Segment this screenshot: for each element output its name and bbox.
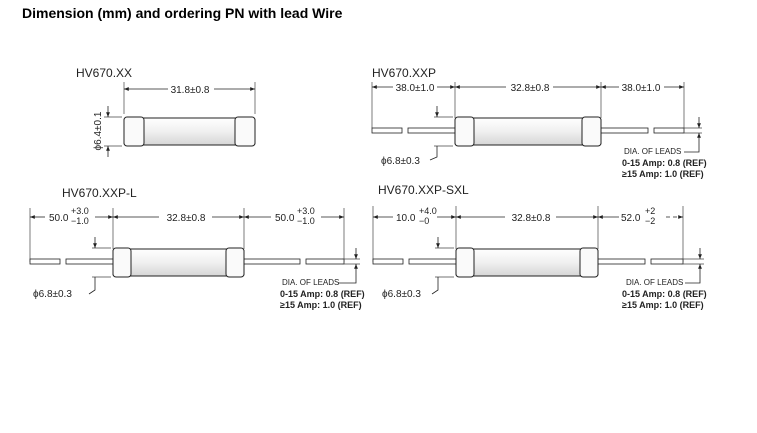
hv670xxpsxl-diameter-label: ϕ6.8±0.3 — [382, 289, 421, 300]
hv670xxpsxl-lead-right — [597, 258, 646, 265]
hv670xxpl-end-cap-left — [112, 247, 132, 278]
hv670xxpsxl-body-label: 32.8±0.8 — [512, 213, 551, 224]
hv670xxp-lead-right-stub — [653, 127, 685, 134]
hv670xxpsxl-lead-dia-leader — [685, 275, 701, 284]
hv670xxpl-lead-left-minus: −1.0 — [71, 216, 89, 226]
hv670xxpsxl-lead-right-plus: +2 — [645, 206, 655, 216]
hv670xx-label: HV670.XX — [76, 66, 132, 80]
hv670xxpsxl-end-cap-right — [579, 247, 599, 278]
hv670xxp-end-cap-right — [581, 116, 602, 147]
hv670xxp-lead-left — [407, 127, 456, 134]
hv670xxp-dia-leads-label: DIA. OF LEADS — [624, 147, 681, 156]
hv670xxp-lead-right-label: 38.0±1.0 — [622, 83, 661, 94]
hv670xxpl-dia-leader — [88, 277, 96, 295]
hv670xxpl-lead-right-nom: 50.0 — [275, 213, 295, 224]
hv670xxpl-drawing: HV670.XXP-L 50.0 +3.0 −1.0 32.8±0.8 50.0… — [29, 186, 365, 310]
hv670xxp-body-label: 32.8±0.8 — [511, 83, 550, 94]
hv670xx-end-cap-right — [234, 116, 256, 147]
hv670xxp-drawing: HV670.XXP 38.0±1.0 32.8±0.8 38.0±1.0 — [371, 66, 707, 179]
hv670xx-drawing: HV670.XX 31.8±0.8 ϕ6.4±0.1 — [76, 66, 256, 157]
hv670xxpl-note-1: 0-15 Amp: 0.8 (REF) — [280, 289, 365, 299]
hv670xxpl-fuse-body — [112, 248, 245, 277]
hv670xxpl-lead-left — [65, 258, 114, 265]
hv670xxpsxl-lead-left-stub — [372, 258, 404, 265]
hv670xxpl-lead-left-plus: +3.0 — [71, 206, 89, 216]
hv670xxpsxl-dia-leader — [431, 277, 439, 295]
hv670xxpl-lead-left-stub — [29, 258, 61, 265]
hv670xx-length-label: 31.8±0.8 — [171, 85, 210, 96]
hv670xxpsxl-label: HV670.XXP-SXL — [378, 183, 469, 197]
hv670xxpsxl-dia-leads-label: DIA. OF LEADS — [626, 278, 683, 287]
hv670xx-diameter-label: ϕ6.4±0.1 — [93, 111, 104, 150]
hv670xxpsxl-lead-right-nom: 52.0 — [621, 213, 641, 224]
hv670xxpl-lead-left-nom: 50.0 — [49, 213, 69, 224]
hv670xxpsxl-lead-right-minus: −2 — [645, 216, 655, 226]
hv670xxpl-end-cap-right — [225, 247, 245, 278]
hv670xxp-note-2: ≥15 Amp: 1.0 (REF) — [622, 169, 704, 179]
hv670xxpsxl-lead-left-plus: +4.0 — [419, 206, 437, 216]
hv670xxpsxl-drawing: HV670.XXP-SXL 10.0 +4.0 −0 32.8±0.8 52.0… — [372, 183, 707, 310]
hv670xxpsxl-lead-left-minus: −0 — [419, 216, 429, 226]
hv670xxpl-lead-right-stub — [305, 258, 345, 265]
hv670xxp-dia-leader — [429, 146, 438, 161]
hv670xxpsxl-lead-right-stub — [650, 258, 684, 265]
hv670xxpl-lead-right — [243, 258, 301, 265]
page-title: Dimension (mm) and ordering PN with lead… — [22, 5, 343, 21]
hv670xxpl-lead-right-plus: +3.0 — [297, 206, 315, 216]
hv670xxp-lead-right — [600, 127, 649, 134]
hv670xxpl-label: HV670.XXP-L — [62, 186, 137, 200]
hv670xxpsxl-lead-left — [408, 258, 457, 265]
hv670xxp-diameter-label: ϕ6.8±0.3 — [381, 156, 420, 167]
hv670xx-end-cap-left — [123, 116, 145, 147]
hv670xxpsxl-fuse-body — [455, 248, 599, 277]
hv670xxp-note-1: 0-15 Amp: 0.8 (REF) — [622, 158, 707, 168]
hv670xxpl-body-label: 32.8±0.8 — [167, 213, 206, 224]
hv670xxp-fuse-body — [454, 117, 602, 146]
hv670xxp-label: HV670.XXP — [372, 66, 436, 80]
hv670xxpsxl-end-cap-left — [455, 247, 475, 278]
hv670xxpl-lead-dia-leader — [338, 275, 357, 284]
hv670xxp-lead-left-label: 38.0±1.0 — [396, 83, 435, 94]
hv670xxp-lead-left-stub — [371, 127, 403, 134]
hv670xxpsxl-note-1: 0-15 Amp: 0.8 (REF) — [622, 289, 707, 299]
hv670xxpl-lead-right-minus: −1.0 — [297, 216, 315, 226]
hv670xxpsxl-note-2: ≥15 Amp: 1.0 (REF) — [622, 300, 704, 310]
hv670xxpsxl-lead-left-nom: 10.0 — [396, 213, 416, 224]
hv670xxpl-diameter-label: ϕ6.8±0.3 — [33, 289, 72, 300]
hv670xxp-end-cap-left — [454, 116, 475, 147]
hv670xxpl-dia-leads-label: DIA. OF LEADS — [282, 278, 339, 287]
hv670xxpl-note-2: ≥15 Amp: 1.0 (REF) — [280, 300, 362, 310]
hv670xxp-lead-dia-leader — [684, 144, 700, 153]
